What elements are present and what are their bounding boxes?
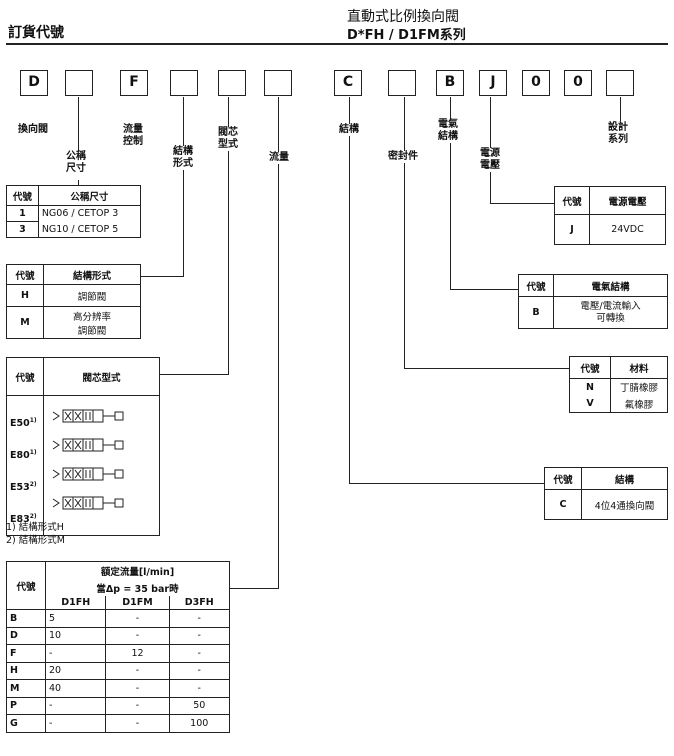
header-rule xyxy=(6,43,668,45)
label-design: 設計 系列 xyxy=(608,122,628,145)
code-box-13 xyxy=(606,70,634,96)
spool-codes: E501) E801) E532) E832) xyxy=(6,395,44,536)
spool-symbol-group xyxy=(52,409,124,510)
label-structure: 結構 xyxy=(339,124,359,136)
label-flow: 流量 xyxy=(269,152,289,164)
label-seal: 密封件 xyxy=(388,151,418,163)
label-valve: 換向閥 xyxy=(18,124,48,135)
size-connector xyxy=(78,97,79,152)
spool-symbol-e80 xyxy=(52,438,124,452)
code-box-4 xyxy=(170,70,198,96)
code-box-6 xyxy=(264,70,292,96)
structure-connector xyxy=(349,97,350,484)
code-box-7: C xyxy=(334,70,362,96)
code-box-5 xyxy=(218,70,246,96)
spool-connector xyxy=(228,97,229,375)
spool-symbol-e83 xyxy=(52,496,124,510)
code-box-1: D xyxy=(20,70,48,96)
code-box-10: J xyxy=(479,70,507,96)
label-size: 公稱 尺寸 xyxy=(66,151,86,174)
code-box-11: 0 xyxy=(522,70,550,96)
spool-symbol-e50 xyxy=(52,409,124,423)
spool-table: 代號閥芯型式 E501) E801) E532) E832) xyxy=(6,357,160,536)
flow-row: F-12- xyxy=(6,644,230,663)
product-series: D*FH / D1FM系列 xyxy=(347,28,466,43)
form-connector xyxy=(183,97,184,277)
order-code-title: 訂貨代號 xyxy=(8,25,64,41)
flow-row: G--100 xyxy=(6,714,230,733)
label-flow-ctrl: 流量 控制 xyxy=(123,124,143,147)
flow-table: 代號 額定流量[l/min] 當Δp = 35 bar時 D1FH D1FM D… xyxy=(6,561,230,733)
code-box-12: 0 xyxy=(564,70,592,96)
code-box-8 xyxy=(388,70,416,96)
flow-row: P--50 xyxy=(6,696,230,715)
code-box-9: B xyxy=(436,70,464,96)
seal-connector xyxy=(404,97,405,369)
label-elec: 電氣 結構 xyxy=(438,119,458,143)
elec-connector xyxy=(450,97,451,290)
product-title: 直動式比例換向閥 xyxy=(347,9,459,25)
label-power: 電源 電壓 xyxy=(480,148,500,172)
code-box-3: F xyxy=(120,70,148,96)
label-struct-form: 結構 形式 xyxy=(173,146,193,170)
code-box-2 xyxy=(65,70,93,96)
flow-connector xyxy=(278,97,279,589)
spool-symbol-e53 xyxy=(52,467,124,481)
spool-symbols xyxy=(43,395,160,536)
note-2: 2) 結構形式M xyxy=(6,535,65,546)
note-1: 1) 結構形式H xyxy=(6,522,64,533)
label-spool: 閥芯 型式 xyxy=(218,127,238,151)
